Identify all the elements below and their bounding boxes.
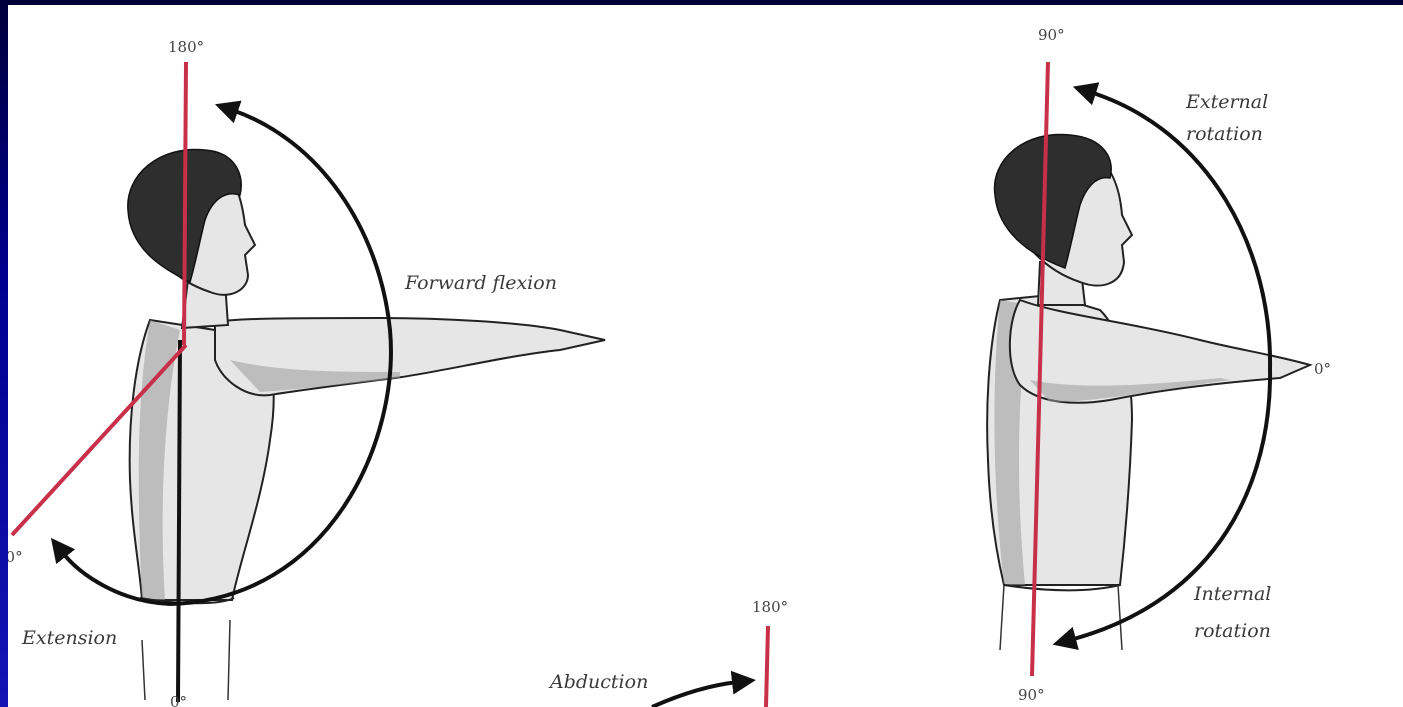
flexion-figure: 180° 0° 50° Forward flexion Extension [8, 38, 605, 707]
slide-left-border [0, 0, 8, 707]
rotation-front-angle: 0° [1314, 360, 1331, 378]
extension-angle: 50° [8, 548, 23, 566]
rotation-bottom-angle: 90° [1018, 686, 1045, 704]
abduction-top-angle: 180° [752, 598, 788, 616]
rotation-figure: 90° 90° 0° External rotation Internal ro… [987, 26, 1331, 704]
abduction-reference-line [766, 626, 768, 707]
flexion-bottom-angle: 0° [170, 693, 187, 707]
flexion-reference-line [184, 62, 186, 345]
flexion-neutral-line [178, 340, 180, 702]
forward-flexion-label: Forward flexion [404, 272, 557, 294]
rotation-top-angle: 90° [1038, 26, 1065, 44]
abduction-arc [652, 682, 738, 707]
abduction-figure: 180° Abduction [548, 598, 788, 707]
external-rotation-label-1: External [1185, 91, 1268, 113]
internal-rotation-label-2: rotation [1194, 620, 1271, 642]
illustration-panel: 180° 0° 50° Forward flexion Extension 18… [8, 5, 1403, 707]
external-rotation-label-2: rotation [1186, 123, 1263, 145]
range-of-motion-diagram: 180° 0° 50° Forward flexion Extension 18… [8, 5, 1403, 707]
internal-rotation-label-1: Internal [1193, 583, 1271, 605]
extension-label: Extension [21, 627, 117, 649]
flexion-top-angle: 180° [168, 38, 204, 56]
abduction-label: Abduction [548, 671, 648, 693]
